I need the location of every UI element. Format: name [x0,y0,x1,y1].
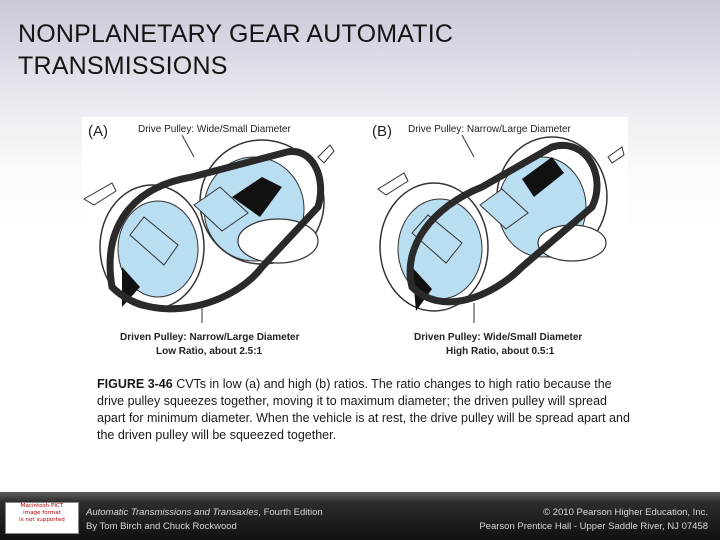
panel-a-ratio-label: Low Ratio, about 2.5:1 [156,346,263,357]
panel-b-letter: (B) [372,123,392,140]
panel-b-drive-shading [522,157,564,197]
panel-b-input-arrow-icon [377,172,409,196]
panel-b-top-label: Drive Pulley: Narrow/Large Diameter [408,124,572,135]
footer-copyright: © 2010 Pearson Higher Education, Inc. Pe… [479,506,708,534]
panel-b-ratio-label: High Ratio, about 0.5:1 [446,346,555,357]
panel-b-center-shaft [479,188,529,230]
panel-b-leader-top [461,134,475,158]
panel-a-bottom-label: Driven Pulley: Narrow/Large Diameter [120,332,300,343]
badge-line-3: is not supported [19,517,65,523]
panel-b-belt [406,141,601,306]
panel-a-output-arrow-icon [317,144,335,164]
book-edition: , Fourth Edition [258,507,323,518]
copyright-line: © 2010 Pearson Higher Education, Inc. [543,507,708,518]
cvt-illustration: (A) Drive Pulley: Wide/Small Diameter Dr… [83,123,625,357]
panel-a-drive-shaft [129,216,179,266]
unsupported-image-placeholder: Macintosh PICT image format is not suppo… [5,502,79,534]
panel-a-driven-shaft [193,186,249,232]
figure-caption: FIGURE 3-46 CVTs in low (a) and high (b)… [97,376,637,444]
panel-a: (A) Drive Pulley: Wide/Small Diameter Dr… [83,123,335,357]
panel-a-driven-pulley-base [237,218,319,264]
panel-b-output-arrow-icon [607,146,625,164]
panel-a-top-label: Drive Pulley: Wide/Small Diameter [138,124,291,135]
panel-a-letter: (A) [88,123,108,140]
slide-title-line-2: TRANSMISSIONS [18,52,228,80]
book-authors: By Tom Birch and Chuck Rockwood [86,521,237,532]
slide-title: NONPLANETARY GEAR AUTOMATIC TRANSMISSION… [18,18,658,82]
footer-book-info: Automatic Transmissions and Transaxles, … [86,506,323,534]
book-title: Automatic Transmissions and Transaxles [86,507,259,518]
slide-title-line-1: NONPLANETARY GEAR AUTOMATIC [18,20,454,48]
cvt-figure: (A) Drive Pulley: Wide/Small Diameter Dr… [82,117,628,363]
panel-b: (B) Drive Pulley: Narrow/Large Diameter … [372,123,625,357]
footer-bar: Macintosh PICT image format is not suppo… [0,492,720,540]
badge-line-1: Macintosh PICT [20,503,64,509]
panel-a-driven-shading [232,177,282,217]
panel-a-leader-top [181,134,195,158]
panel-b-driven-shading [412,267,432,311]
caption-text: CVTs in low (a) and high (b) ratios. The… [97,377,630,442]
figure-id: FIGURE 3-46 [97,377,173,391]
panel-a-belt [106,148,325,313]
panel-a-input-arrow-icon [83,182,117,206]
publisher-line: Pearson Prentice Hall - Upper Saddle Riv… [479,521,708,532]
panel-b-bottom-label: Driven Pulley: Wide/Small Diameter [414,332,582,343]
badge-line-2: image format [23,510,61,516]
